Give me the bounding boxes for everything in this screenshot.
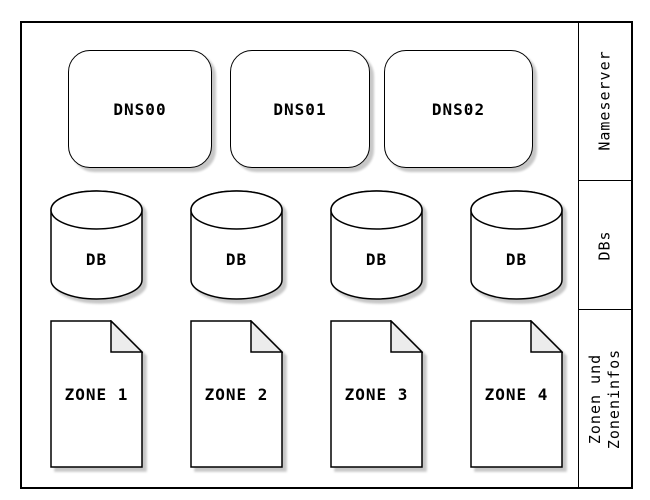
node-db-2: DB — [190, 190, 283, 300]
document-icon — [470, 320, 563, 468]
node-db-1-label: DB — [85, 249, 108, 269]
node-zone-3: ZONE 3 — [330, 320, 423, 468]
node-db-2-label: DB — [225, 249, 248, 269]
node-dns00: DNS00 — [68, 50, 212, 168]
node-db-1: DB — [50, 190, 143, 300]
database-cylinder-icon — [330, 190, 423, 300]
document-icon — [50, 320, 143, 468]
node-zone-2-label: ZONE 2 — [204, 384, 269, 404]
node-zone-3-label: ZONE 3 — [344, 384, 409, 404]
side-label-dbs: DBs — [596, 229, 614, 261]
node-zone-1-label: ZONE 1 — [64, 384, 129, 404]
database-cylinder-icon — [190, 190, 283, 300]
document-icon — [190, 320, 283, 468]
side-label-nameserver: Nameserver — [596, 50, 614, 151]
node-zone-4: ZONE 4 — [470, 320, 563, 468]
side-label-zones-line2: Zoneninfos — [605, 348, 624, 450]
node-db-4-label: DB — [505, 249, 528, 269]
node-db-4: DB — [470, 190, 563, 300]
node-dns01: DNS01 — [230, 50, 370, 168]
node-dns01-label: DNS01 — [273, 99, 327, 119]
side-section-dbs: DBs — [579, 181, 632, 310]
node-dns02: DNS02 — [384, 50, 533, 168]
node-zone-1: ZONE 1 — [50, 320, 143, 468]
database-cylinder-icon — [470, 190, 563, 300]
side-section-nameserver: Nameserver — [579, 21, 632, 181]
document-icon — [330, 320, 423, 468]
node-zone-2: ZONE 2 — [190, 320, 283, 468]
database-cylinder-icon — [50, 190, 143, 300]
node-db-3-label: DB — [365, 249, 388, 269]
node-zone-4-label: ZONE 4 — [484, 384, 549, 404]
side-label-zones-line1: Zonen und — [586, 353, 605, 445]
node-db-3: DB — [330, 190, 423, 300]
node-dns00-label: DNS00 — [113, 99, 167, 119]
node-dns02-label: DNS02 — [431, 99, 486, 119]
